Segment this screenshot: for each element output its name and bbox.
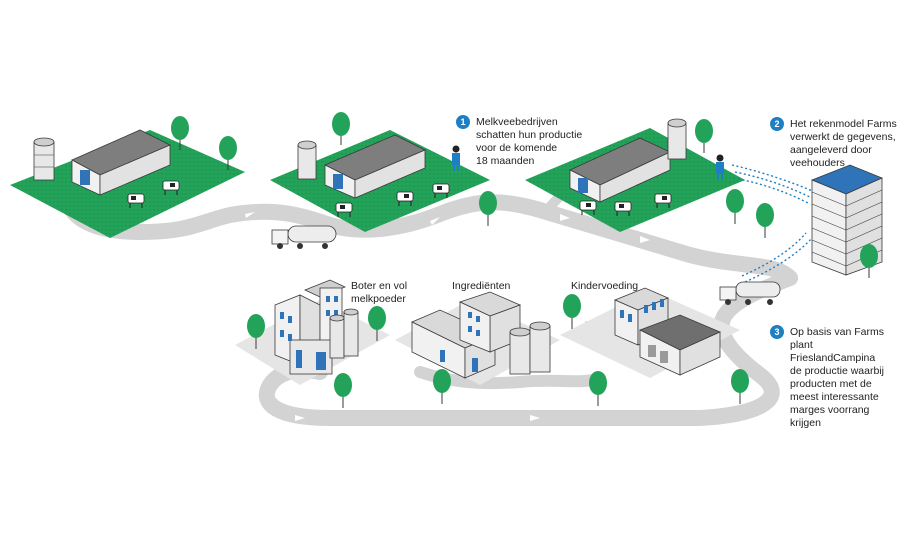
farm-2: [270, 130, 490, 232]
barn-1: [71, 129, 171, 196]
tree: [334, 373, 352, 408]
cow: [335, 202, 353, 217]
tree: [726, 189, 744, 224]
factory-butter: [274, 279, 359, 375]
upper-road: [60, 177, 798, 286]
tanker-truck: [271, 225, 337, 249]
tree: [589, 371, 607, 406]
tanker-truck: [719, 281, 781, 305]
road-network: [60, 177, 798, 426]
silos-ingredients: [509, 321, 551, 375]
step-3-text: Op basis van Farms plant FrieslandCampin…: [790, 326, 884, 429]
farm-1: [10, 129, 245, 238]
tree: [731, 369, 749, 404]
tree: [695, 119, 713, 153]
factory-label-butter: Boter en vol melkpoeder: [351, 280, 408, 305]
silos-butter: [329, 308, 359, 359]
tree: [332, 112, 350, 145]
step-1-text: Melkveebedrijven schatten hun productie …: [476, 116, 583, 167]
factory-ingredients: [411, 291, 551, 379]
barn-2: [324, 134, 426, 199]
step-1-callout: 1 Melkveebedrijven schatten hun producti…: [456, 115, 583, 168]
tree: [368, 306, 386, 341]
tree: [247, 314, 265, 349]
factory-label-ingredients: Ingrediënten: [452, 280, 511, 292]
silo-2: [297, 140, 317, 180]
tree: [171, 116, 189, 150]
step-3-callout: 3 Op basis van Farms plant FrieslandCamp…: [770, 325, 900, 430]
step-3-number: 3: [770, 325, 784, 339]
factory-infant-nutrition: [613, 287, 721, 376]
step-2-number: 2: [770, 117, 784, 131]
tree: [860, 244, 878, 278]
cow: [654, 193, 672, 208]
step-2-text: Het rekenmodel Farms verwerkt de gegeven…: [790, 118, 897, 169]
factory-label-infant-nutrition: Kindervoeding: [571, 280, 639, 292]
tree: [563, 294, 581, 329]
tree: [219, 136, 237, 170]
farm3-spur: [541, 192, 564, 216]
tree: [433, 369, 451, 404]
farmer-figure: [452, 145, 460, 171]
lower-road: [258, 270, 798, 426]
cow: [396, 191, 414, 206]
tree: [756, 203, 774, 238]
silo-3: [667, 118, 687, 160]
cow: [432, 183, 450, 198]
step-2-callout: 2 Het rekenmodel Farms verwerkt de gegev…: [770, 117, 897, 170]
silo-1: [33, 137, 55, 181]
cow: [162, 180, 180, 195]
signal-waves: [731, 164, 816, 283]
trees: [171, 112, 878, 408]
cow: [614, 201, 632, 216]
cows: [127, 180, 672, 217]
step-1-number: 1: [456, 115, 470, 129]
cow: [127, 193, 145, 208]
pasture-1: [10, 130, 245, 238]
farmer-with-phone-figure: [716, 154, 724, 180]
tree: [479, 191, 497, 226]
barn-3: [569, 137, 671, 203]
cow: [579, 200, 597, 215]
